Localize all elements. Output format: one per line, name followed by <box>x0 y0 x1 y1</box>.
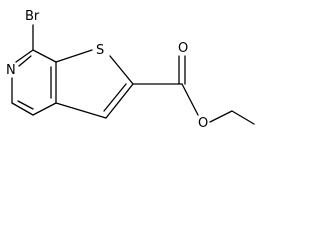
atom-label-bromine: Br <box>25 9 40 24</box>
bond-c7a-s <box>55 49 93 63</box>
atom-label-nitrogen: N <box>6 63 16 78</box>
atom-labels: Br N S O O <box>6 9 208 131</box>
bond-lines <box>11 24 255 125</box>
bond-c7-n <box>15 49 34 63</box>
bond-o-ch2 <box>209 110 233 123</box>
atom-label-sulfur: S <box>96 43 104 58</box>
bond-c7a-c7 <box>32 49 57 63</box>
atom-label-carbonyl-oxygen: O <box>178 41 188 56</box>
atom-label-ester-oxygen: O <box>198 116 208 131</box>
bond-s-c2 <box>109 55 134 85</box>
bond-c2-c3 <box>105 83 134 119</box>
bond-carbonyl-o-ester <box>181 83 199 116</box>
bond-c4-c3a <box>32 102 57 116</box>
structure-diagram: Br N S O O <box>6 9 255 131</box>
bond-c2-c3-inner <box>103 83 127 112</box>
bond-c5-c4-inner <box>17 100 34 110</box>
bond-c3-c3a <box>55 102 107 119</box>
bond-ch2-ch3 <box>231 110 255 125</box>
bond-c5-c4 <box>11 102 34 116</box>
bond-c7-n-inner <box>18 55 32 67</box>
